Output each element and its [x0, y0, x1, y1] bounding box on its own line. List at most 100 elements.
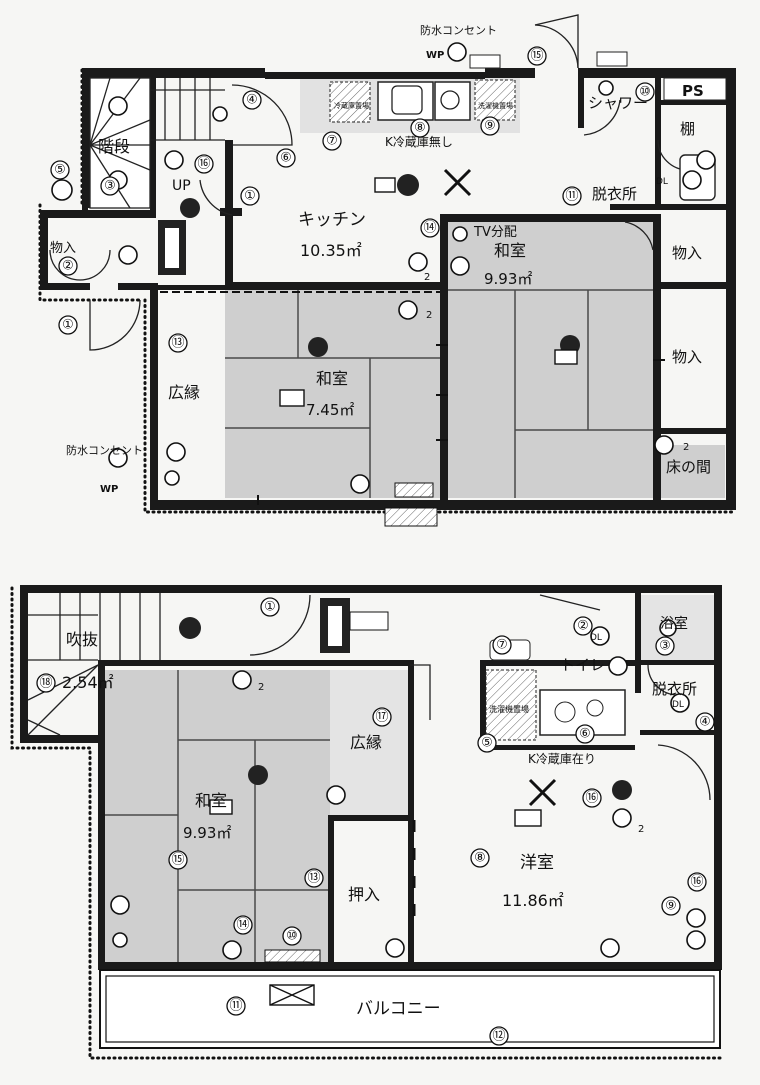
f1-outlet-count: 2: [683, 442, 689, 453]
f2-marker: ⑧: [474, 851, 486, 866]
f1-marker: ④: [246, 93, 258, 108]
f2-marker: ⑫: [492, 1029, 505, 1044]
f1-kitchen-area: 10.35㎡: [300, 241, 362, 260]
f2-balcony: [99, 969, 721, 1049]
f2-marker: ⑮: [171, 853, 184, 868]
f2-balcony-label: バルコニー: [356, 999, 441, 1019]
f1-wp-top-label: WP: [426, 50, 444, 61]
f2-bath-floor: [640, 595, 715, 660]
f2-washitsu-floor: [105, 670, 330, 965]
f1-marker: ⑭: [423, 221, 436, 236]
f2-washer-space-label: 洗濯機置場: [489, 704, 529, 714]
f2-marker: ⑰: [375, 710, 388, 725]
f1-tokonoma-label: 床の間: [666, 458, 711, 476]
f2-bath-label: 浴室: [660, 615, 688, 632]
f2-yoshitsu-label: 洋室: [520, 853, 554, 873]
f1-washitsu-a-area: 9.93㎡: [484, 270, 532, 288]
f1-marker: ①: [244, 189, 256, 204]
f2-marker: ②: [577, 619, 589, 634]
f2-marker: ⑯: [585, 791, 598, 806]
f1-changing-label: 脱衣所: [592, 185, 637, 203]
f1-kitchen-counter: [329, 51, 628, 123]
f2-marker: ⑦: [496, 638, 508, 653]
f2-changing-label: 脱衣所: [652, 680, 697, 698]
f2-fukinuke-area: 2.54㎡: [62, 673, 114, 692]
f2-marker: ⑪: [229, 999, 242, 1014]
f1-washitsu-a-label: 和室: [494, 241, 526, 260]
f1-dl-label: DL: [656, 177, 668, 187]
f2-marker: ①: [264, 600, 276, 615]
f1-storage-b-label: 物入: [672, 348, 702, 366]
f1-storage-a-label: 物入: [672, 244, 702, 262]
f1-washitsu-b-label: 和室: [316, 369, 348, 388]
f2-stairs: [27, 593, 161, 736]
f1-marker: ⑧: [414, 121, 426, 136]
f1-tatami-lines-b: [225, 290, 442, 498]
f1-storage-small-label: 物入: [50, 241, 76, 256]
f1-kitchen-label: キッチン: [298, 210, 366, 230]
f1-washitsu-b-area: 7.45㎡: [306, 401, 354, 419]
f1-waterproof-outlet-left-label: 防水コンセント: [66, 443, 143, 457]
f2-site-boundary: [10, 586, 722, 1060]
f2-marker: ⑨: [665, 899, 677, 914]
f2-dl-label: DL: [672, 700, 684, 710]
f2-marker: ⑤: [481, 736, 493, 751]
floor-2: ① ② ③ ④ ⑤ ⑥ ⑦ ⑧ ⑨ ⑩ ⑪ ⑫ ⑬ ⑭ ⑮ ⑯ ⑰ ⑱ ⑯ 吹抜…: [10, 585, 722, 1060]
f2-washitsu-area: 9.93㎡: [183, 824, 231, 842]
f2-marker: ⑭: [236, 918, 249, 933]
f1-outlet-count: 2: [424, 272, 430, 283]
f1-light-fixtures: [158, 168, 580, 527]
f1-stairs-label: 階段: [98, 137, 130, 156]
f2-toilet-label: トイレ: [560, 656, 605, 674]
f2-marker: ⑱: [39, 676, 52, 691]
f1-waterproof-outlet-top-label: 防水コンセント: [420, 23, 497, 37]
f1-tatami-lines-a: [448, 289, 658, 498]
f2-marker: ④: [699, 715, 711, 730]
f1-marker: ①: [62, 318, 74, 333]
f2-outlet-count: 2: [638, 824, 644, 835]
f2-marker: ⑯: [690, 875, 703, 890]
f2-yoshitsu-area: 11.86㎡: [502, 891, 564, 910]
f2-outlet-count: 2: [258, 682, 264, 693]
f2-washitsu-label: 和室: [195, 791, 227, 810]
f1-fridge-note: K冷蔵庫無し: [385, 134, 453, 149]
f1-hiroen-label: 広縁: [168, 383, 200, 402]
f2-labels: 吹抜 2.54㎡ 和室 9.93㎡ 広縁 押入 洋室 11.86㎡ トイレ 浴室…: [62, 615, 697, 1019]
f1-shelf-label: 棚: [680, 120, 695, 138]
f1-marker: ②: [62, 259, 74, 274]
f1-marker: ⑯: [197, 157, 210, 172]
f2-outlets: [110, 619, 706, 960]
f1-washitsu-b-floor: [225, 290, 442, 498]
floor-1: ① ② ③ ④ ⑤ ⑥ ⑦ ⑧ ⑨ ⑩ ⑪ ⑬ ⑭ ⑮ ⑯ ① 防水コンセント …: [38, 14, 737, 527]
f2-markers: ① ② ③ ④ ⑤ ⑥ ⑦ ⑧ ⑨ ⑩ ⑪ ⑫ ⑬ ⑭ ⑮ ⑯ ⑰ ⑱ ⑯: [36, 597, 715, 1046]
f1-labels: 防水コンセント WP 階段 UP 物入 キッチン 10.35㎡ K冷蔵庫無し 冷…: [50, 23, 711, 495]
f1-tv-label: TV分配: [473, 225, 517, 240]
f1-marker: ③: [104, 179, 116, 194]
f1-markers: ① ② ③ ④ ⑤ ⑥ ⑦ ⑧ ⑨ ⑩ ⑪ ⑬ ⑭ ⑮ ⑯ ①: [50, 46, 655, 353]
f1-marker: ⑥: [280, 151, 292, 166]
f1-up-label: UP: [172, 178, 191, 194]
f1-marker: ⑦: [326, 134, 338, 149]
f1-marker: ⑨: [484, 119, 496, 134]
f1-wp-left-label: WP: [100, 484, 118, 495]
f1-outlet-count: 2: [426, 310, 432, 321]
f1-washitsu-a-floor: [448, 222, 658, 498]
f2-fridge-note: K冷蔵庫在り: [528, 752, 596, 766]
f1-washer-space-label: 洗濯機置場: [478, 101, 513, 110]
f1-marker: ⑪: [565, 189, 578, 204]
f2-walls: [20, 585, 722, 970]
f2-marker: ③: [659, 639, 671, 654]
f2-fukinuke-label: 吹抜: [66, 630, 98, 649]
f1-marker: ⑮: [530, 49, 543, 64]
f1-marker: ⑤: [54, 163, 66, 178]
f1-outlets: [51, 42, 716, 494]
f2-doors: [249, 594, 711, 801]
f2-hiroen-label: 広縁: [350, 733, 382, 752]
f2-dl-label: DL: [590, 633, 602, 643]
f2-marker: ⑩: [286, 929, 298, 944]
f1-fridge-space-label: 冷蔵庫置場: [334, 101, 369, 110]
f1-shower-label: シャワー: [588, 94, 648, 112]
f2-oshiire-label: 押入: [348, 885, 380, 904]
f1-ps-label: PS: [682, 82, 704, 100]
